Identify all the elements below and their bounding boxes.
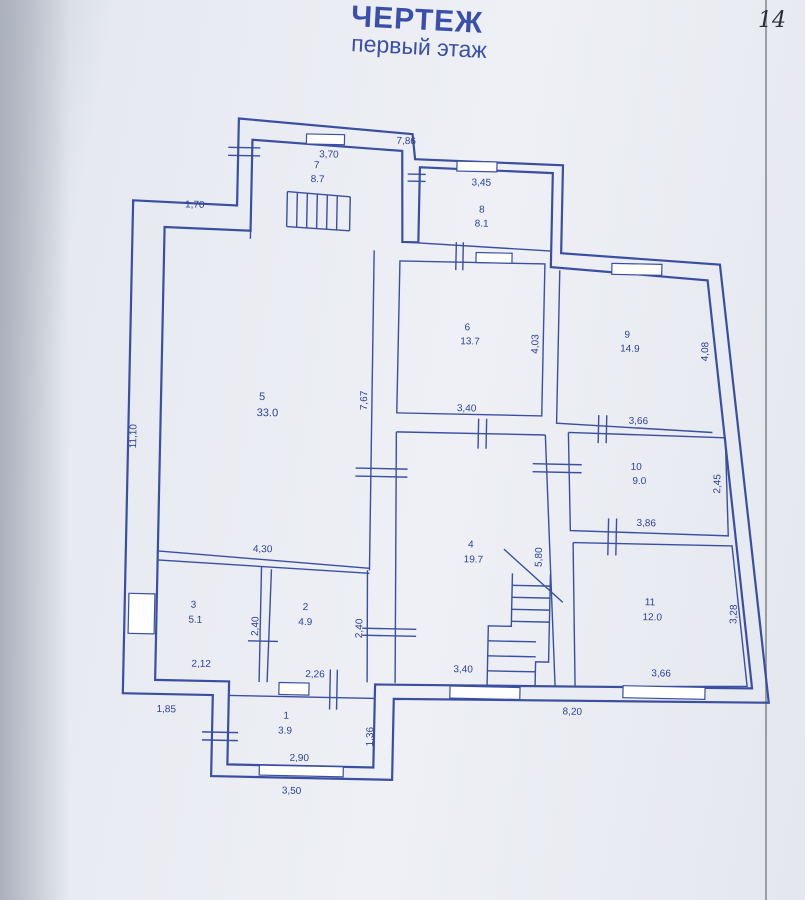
dim-2-90: 2,90 <box>289 753 309 764</box>
door-marks <box>201 146 618 742</box>
stairs-room7 <box>285 190 351 232</box>
interior-walls <box>157 223 748 700</box>
dim-4-30: 4,30 <box>253 544 273 555</box>
room-10-area: 9.0 <box>632 476 647 487</box>
room-11-number: 11 <box>645 597 656 608</box>
dim-4-08: 4,08 <box>700 341 711 361</box>
window-room7 <box>305 133 346 146</box>
dimension-labels: 7,86 3,70 3,45 1,70 11,10 7,67 4,03 4,08… <box>128 136 740 797</box>
dim-3-45: 3,45 <box>471 177 491 188</box>
dim-3-66-bottom: 3,66 <box>651 668 671 679</box>
outer-walls <box>121 117 771 781</box>
room-6-number: 6 <box>464 322 470 333</box>
dim-1-36: 1,36 <box>365 726 376 746</box>
room-7-area: 8.7 <box>311 174 326 185</box>
dim-8-20: 8,20 <box>562 706 582 717</box>
room-8-area: 8.1 <box>475 218 490 229</box>
room-9-area: 14.9 <box>620 344 640 355</box>
dim-1-70: 1,70 <box>185 199 205 210</box>
dim-7-86: 7,86 <box>396 136 416 147</box>
room-3-number: 3 <box>191 600 197 611</box>
window-room2 <box>278 681 310 696</box>
dim-3-70: 3,70 <box>319 149 339 160</box>
dim-2-26: 2,26 <box>305 669 325 680</box>
room-11-area: 12.0 <box>642 612 662 623</box>
dim-3-40-top: 3,40 <box>457 403 477 414</box>
page-number: 14 <box>758 8 786 33</box>
dim-3-40-bottom: 3,40 <box>453 664 473 675</box>
windows <box>127 133 706 778</box>
room-labels: 7 8.7 8 8.1 6 13.7 9 14.9 5 33.0 10 9.0 … <box>188 160 662 737</box>
dim-1-85: 1,85 <box>156 704 176 715</box>
dim-3-50: 3,50 <box>282 786 302 797</box>
dim-2-45: 2,45 <box>712 474 723 494</box>
stairs-room4 <box>486 548 564 686</box>
window-room3 <box>127 592 156 635</box>
room-1-number: 1 <box>283 711 289 722</box>
room-4-number: 4 <box>468 539 474 550</box>
window-room6 <box>475 251 513 264</box>
frame-border <box>765 0 767 900</box>
window-room9 <box>611 262 663 277</box>
dim-2-40-a: 2,40 <box>250 616 261 636</box>
room-2-number: 2 <box>303 602 309 613</box>
window-room4 <box>449 685 521 701</box>
dim-2-40-b: 2,40 <box>354 618 365 638</box>
room-2-area: 4.9 <box>298 617 313 628</box>
room-3-area: 5.1 <box>188 615 203 626</box>
dim-3-66-top: 3,66 <box>629 416 649 427</box>
room-8-number: 8 <box>479 205 485 216</box>
dim-3-28: 3,28 <box>728 604 739 624</box>
window-room1 <box>258 764 344 778</box>
window-room11 <box>622 685 706 701</box>
window-room8 <box>456 160 498 173</box>
page-shadow <box>0 0 70 900</box>
room-10-number: 10 <box>631 462 643 473</box>
dim-5-80: 5,80 <box>534 547 545 567</box>
room-7-number: 7 <box>314 160 320 171</box>
room-5-number: 5 <box>259 391 265 403</box>
room-1-area: 3.9 <box>278 725 293 736</box>
dim-2-12: 2,12 <box>191 659 211 670</box>
dim-3-86: 3,86 <box>636 518 656 529</box>
room-9-number: 9 <box>624 330 630 341</box>
room-6-area: 13.7 <box>460 336 480 347</box>
room-4-area: 19.7 <box>464 554 484 565</box>
dim-7-67: 7,67 <box>359 390 370 410</box>
dim-4-03: 4,03 <box>530 334 541 354</box>
dim-11-10: 11,10 <box>128 424 140 449</box>
room-5-area: 33.0 <box>257 407 279 419</box>
